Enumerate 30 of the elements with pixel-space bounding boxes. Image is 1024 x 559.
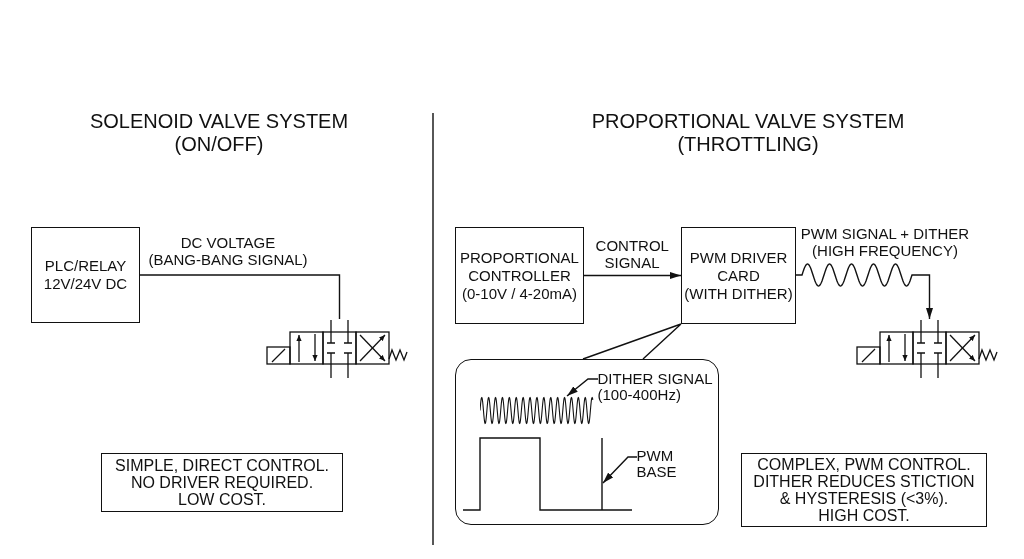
process-box: [31, 227, 140, 323]
box-label: (WITH DITHER): [684, 284, 793, 303]
arrow: [583, 272, 682, 279]
callout-panel: [455, 359, 719, 525]
note-text: NO DRIVER REQUIRED.: [130, 474, 314, 491]
callout-line: [582, 323, 682, 360]
callout-label: DITHER SIGNAL (100-400Hz): [597, 370, 716, 403]
pwm-base-line: [600, 437, 603, 510]
box-label: PWM DRIVER CARD: [688, 248, 789, 285]
connector-line: [139, 274, 341, 320]
note-text: DITHER REDUCES STICTION & HYSTERESIS (<3%).: [752, 473, 976, 507]
valve-symbol: [856, 319, 1000, 379]
dither-wave: [479, 395, 594, 425]
section-heading: SOLENOID VALVE SYSTEM (ON/OFF): [88, 110, 350, 156]
note-text: HIGH COST.: [818, 507, 910, 524]
wavy-arrow: [795, 263, 933, 320]
section-heading: PROPORTIONAL VALVE SYSTEM (THROTTLING): [590, 110, 906, 156]
leader-line: [566, 378, 599, 397]
box-label: PLC/RELAY 12V/24V DC: [42, 257, 129, 293]
note-text: SIMPLE, DIRECT CONTROL.: [115, 457, 329, 474]
note-text: LOW COST.: [178, 491, 266, 508]
callout-label: PWM BASE: [636, 447, 681, 480]
process-box: [455, 227, 584, 324]
leader-line: [602, 456, 638, 484]
process-box: [681, 227, 796, 324]
note-text: COMPLEX, PWM CONTROL.: [757, 456, 971, 473]
valve-symbol: [266, 319, 410, 379]
note-box: [741, 453, 987, 527]
box-label: PROPORTIONAL CONTROLLER (0-10V / 4-20mA): [459, 248, 580, 303]
note-box: [101, 453, 343, 512]
